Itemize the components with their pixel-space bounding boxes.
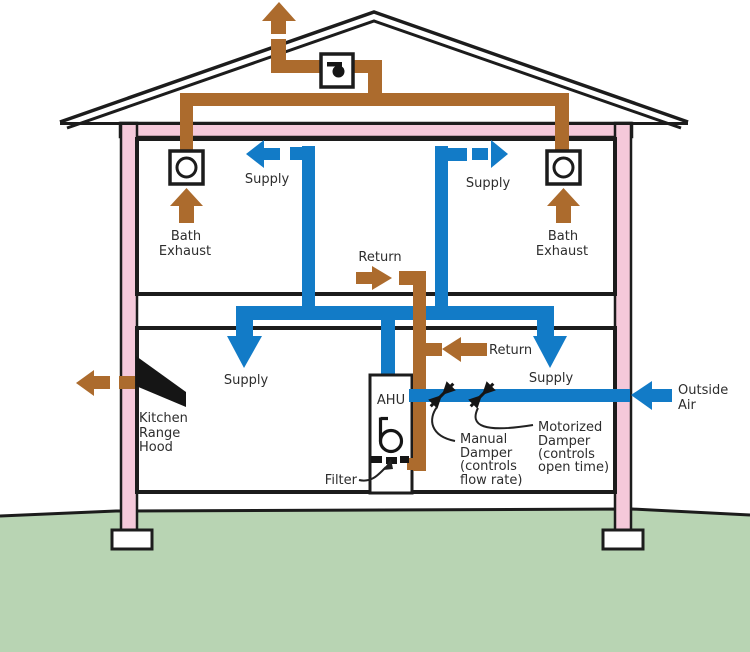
roof <box>59 10 689 130</box>
motorized-damper-icon <box>468 381 496 409</box>
return-lower-stub <box>426 343 442 356</box>
manual-damper-label: (controls <box>460 459 517 474</box>
supply-duct-upper-left-vertical <box>302 146 315 320</box>
manual-damper-label: Manual <box>460 432 507 447</box>
return-duct-ahu-stub <box>407 458 426 470</box>
outside-air-label: Air <box>678 398 697 413</box>
kitchen-exhaust-arrow-shaft <box>94 376 110 389</box>
supply-label-upper-left: Supply <box>245 172 290 187</box>
supply-drop-lower-left <box>236 306 253 338</box>
supply-arrow-upper-left-head <box>246 140 264 168</box>
manual-damper-leader-line <box>431 406 456 442</box>
return-arrow-upper-head <box>372 266 392 290</box>
roof-exhaust-arrow-shaft <box>271 21 286 34</box>
right-footing <box>601 528 645 551</box>
supply-arrow-upper-right-head <box>491 140 508 168</box>
filter-dash <box>400 456 409 463</box>
bath-fan-right-icon <box>552 156 575 179</box>
filter-label: Filter <box>325 473 358 488</box>
bath-fan-left <box>168 149 205 186</box>
motorized-damper-label: Damper <box>538 434 591 449</box>
supply-arrow-upper-right-shaft <box>472 148 488 160</box>
kitchen-range-hood-label: Hood <box>139 440 173 455</box>
supply-arrow-lower-left-head <box>227 336 262 368</box>
attic-fan-icon <box>332 65 345 78</box>
bath-exhaust-label-left: Exhaust <box>159 244 211 259</box>
return-label-lower: Return <box>489 343 532 358</box>
ground-line <box>0 507 750 518</box>
outside-air-arrow-shaft <box>652 389 672 402</box>
bath-fan-left-icon <box>175 156 198 179</box>
exhaust-return-ductwork <box>76 2 580 471</box>
outside-air-ductwork <box>409 381 672 410</box>
bath-fan-right <box>545 149 582 186</box>
bath-exhaust-arrow-right-head <box>547 188 580 206</box>
left-wall-column <box>119 121 139 534</box>
kitchen-range-hood-icon <box>136 356 186 407</box>
supply-label-lower-left: Supply <box>224 373 269 388</box>
left-footing <box>110 528 154 551</box>
filter-dash <box>386 457 397 464</box>
outside-air-arrow-head <box>631 381 652 410</box>
filter-leader-arrowhead <box>383 459 393 470</box>
kitchen-exhaust-stub <box>119 376 135 389</box>
attic-fan-icon-bar <box>327 62 342 67</box>
manual-damper-icon <box>428 381 456 409</box>
ahu-supply-riser <box>381 306 395 377</box>
return-arrow-upper-shaft <box>356 272 372 284</box>
supply-label-upper-right: Supply <box>466 176 511 191</box>
return-label-upper: Return <box>358 250 401 265</box>
return-arrow-lower-head <box>442 337 461 362</box>
supply-arrow-lower-right-head <box>533 336 567 368</box>
motorized-damper-label: (controls <box>538 447 595 462</box>
ahu-unit <box>368 373 414 495</box>
supply-duct-upper-left-stub <box>290 147 315 160</box>
kitchen-range-hood-label: Kitchen <box>139 411 188 426</box>
second-floor-room <box>135 137 617 296</box>
motorized-damper-leader-line <box>474 407 534 430</box>
filter-icon <box>371 456 409 464</box>
right-wall-column <box>613 121 633 534</box>
return-arrow-lower-shaft <box>461 343 487 356</box>
ahu-box <box>368 373 414 495</box>
labels: Supply Supply Return Bath Exhaust Bath E… <box>139 172 728 488</box>
attic-collector-duct <box>180 93 569 106</box>
motorized-damper-label: Motorized <box>538 420 602 435</box>
supply-ductwork <box>227 140 567 377</box>
supply-duct-upper-right-stub <box>447 148 467 161</box>
bath-exhaust-arrow-left-head <box>170 188 203 206</box>
ground <box>0 509 750 652</box>
roof-exhaust-arrow-head <box>262 2 296 21</box>
kitchen-range-hood-label: Range <box>139 426 180 441</box>
roof-outer-line <box>59 10 689 124</box>
bath-exhaust-label-left: Bath <box>171 229 201 244</box>
attic-exhaust-fan <box>319 52 355 89</box>
bath-duct-left <box>180 93 193 153</box>
manual-damper-body <box>428 381 456 409</box>
supply-duct-upper-right-vertical <box>435 146 448 320</box>
motorized-damper-body <box>468 381 496 409</box>
filter-dash <box>371 456 382 463</box>
bath-exhaust-label-right: Bath <box>548 229 578 244</box>
bath-duct-right <box>555 93 569 153</box>
bath-exhaust-arrow-right-shaft <box>556 205 571 223</box>
outside-air-label: Outside <box>678 383 728 398</box>
ahu-label: AHU <box>377 393 405 408</box>
attic-duct-to-fan <box>271 60 324 73</box>
bath-exhaust-label-right: Exhaust <box>536 244 588 259</box>
supply-arrow-upper-left-shaft <box>264 148 280 160</box>
motorized-damper-label: open time) <box>538 460 609 475</box>
attic-fan-box <box>319 52 355 89</box>
manual-damper-label: Damper <box>460 446 513 461</box>
supply-label-lower-right: Supply <box>529 371 574 386</box>
roof-inner-line <box>66 19 682 130</box>
kitchen-exhaust-arrow-head <box>76 370 94 396</box>
manual-damper-label: flow rate) <box>460 473 522 488</box>
outside-air-duct <box>409 389 630 402</box>
supply-drop-lower-right <box>537 306 554 338</box>
return-duct-vertical <box>413 271 426 471</box>
bath-exhaust-arrow-left-shaft <box>179 205 194 223</box>
